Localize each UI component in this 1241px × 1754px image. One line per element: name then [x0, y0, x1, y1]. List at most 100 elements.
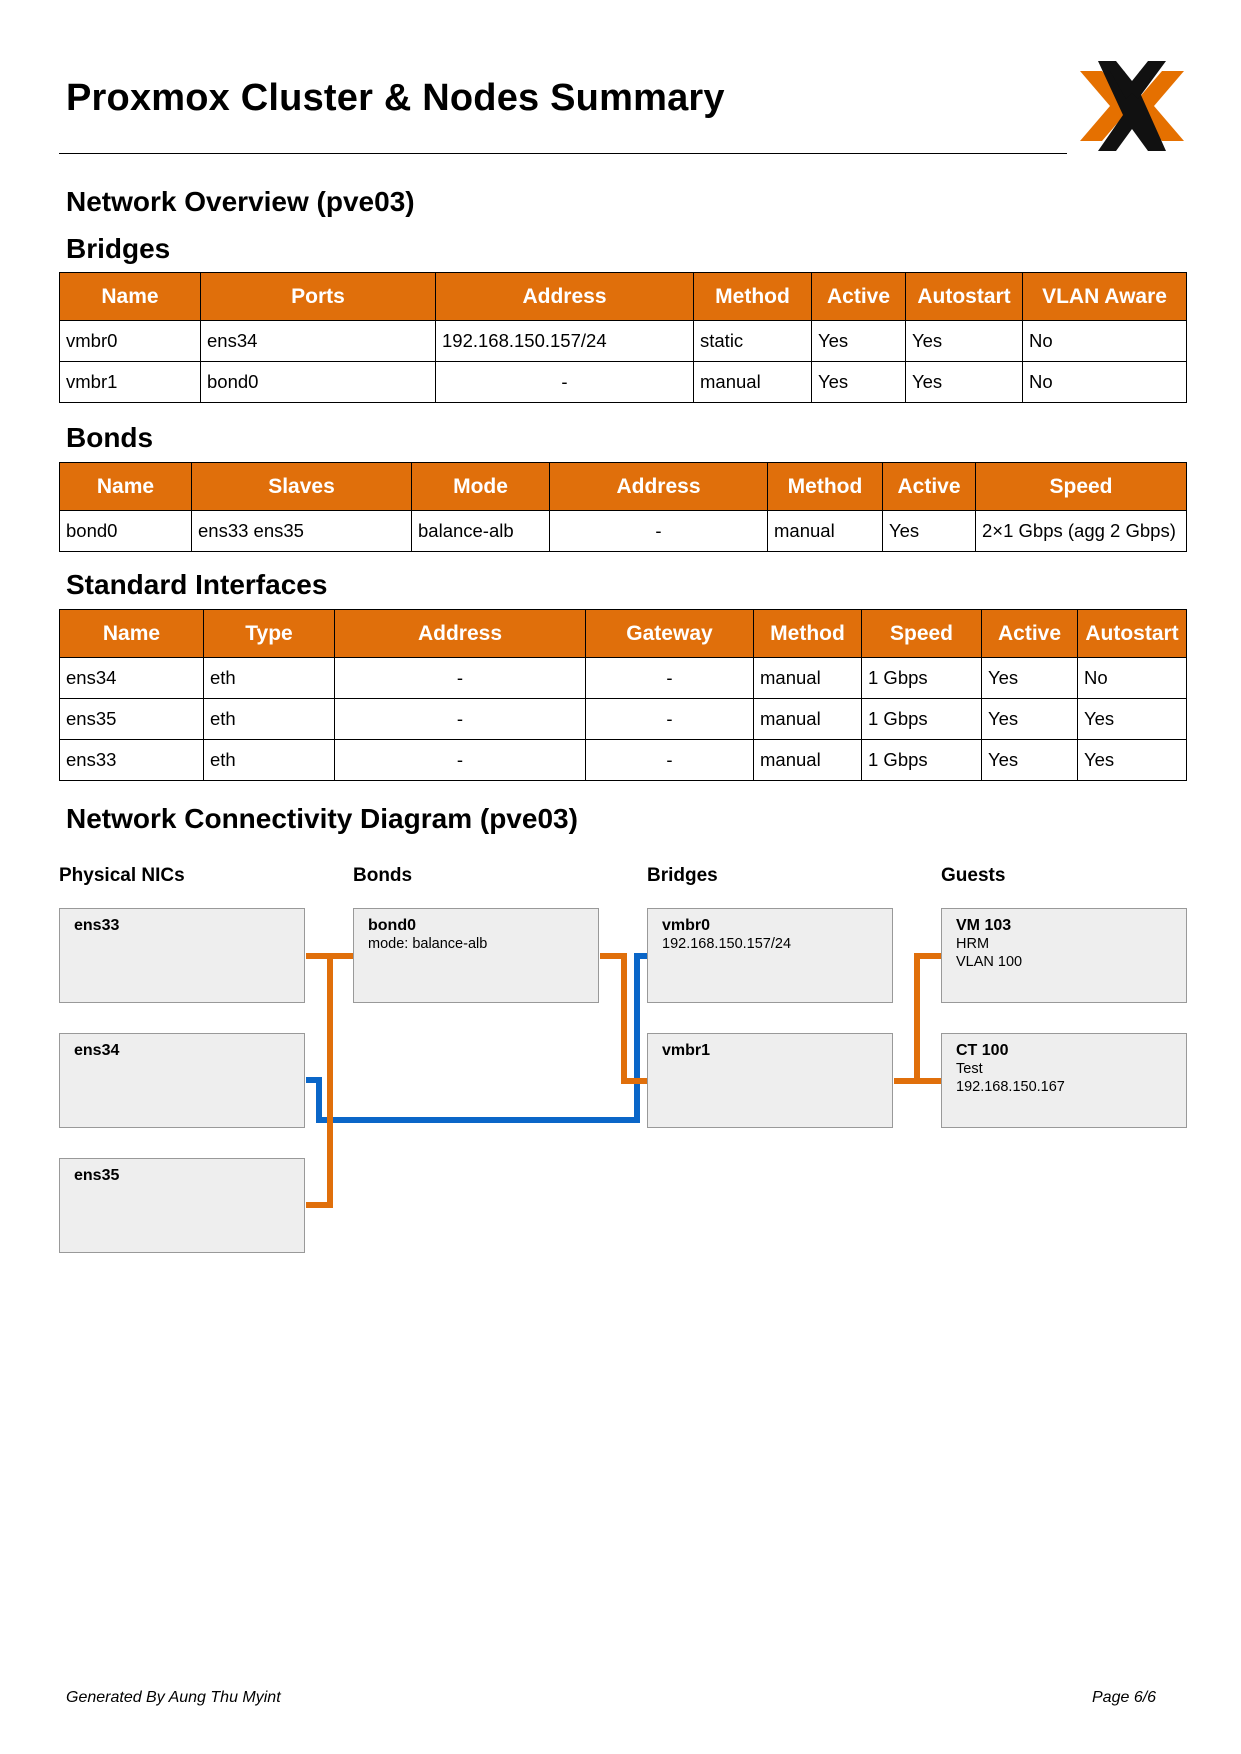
table-cell: balance-alb: [411, 510, 550, 552]
bridge-node-vmbr0: vmbr0 192.168.150.157/24: [647, 908, 893, 1003]
column-header: Name: [59, 609, 204, 658]
table-cell: ens34: [59, 657, 204, 699]
column-header: Address: [435, 272, 694, 321]
link-vmbr1-vm103: [914, 953, 941, 1081]
column-header: Type: [203, 609, 335, 658]
table-cell: ens34: [200, 320, 436, 362]
footer-page-number: Page 6/6: [1092, 1689, 1157, 1706]
table-cell: bond0: [59, 510, 192, 552]
table-cell: Yes: [1077, 698, 1187, 740]
table-cell: 2×1 Gbps (agg 2 Gbps): [975, 510, 1187, 552]
column-header: Address: [549, 462, 768, 511]
column-header: Active: [811, 272, 906, 321]
interfaces-table: Name Type Address Gateway Method Speed A…: [59, 609, 1187, 781]
nic-node-ens34: ens34: [59, 1033, 305, 1128]
link-bond0-vmbr1: [600, 953, 647, 1084]
table-cell: manual: [693, 361, 812, 403]
column-header: Active: [981, 609, 1078, 658]
column-label-physical-nics: Physical NICs: [59, 865, 185, 886]
bond-node-bond0: bond0 mode: balance-alb: [353, 908, 599, 1003]
table-row: vmbr1 bond0 - manual Yes Yes No: [59, 361, 1187, 403]
table-cell: manual: [753, 739, 862, 781]
column-header: Speed: [861, 609, 982, 658]
table-cell: No: [1022, 361, 1187, 403]
table-cell: -: [435, 361, 694, 403]
table-cell: -: [585, 698, 754, 740]
table-header-row: Name Type Address Gateway Method Speed A…: [59, 609, 1187, 658]
footer-generated-by: Generated By Aung Thu Myint: [66, 1689, 281, 1706]
bridge-node-vmbr1: vmbr1: [647, 1033, 893, 1128]
column-header: Active: [882, 462, 976, 511]
table-header-row: Name Slaves Mode Address Method Active S…: [59, 462, 1187, 511]
table-cell: No: [1022, 320, 1187, 362]
table-cell: No: [1077, 657, 1187, 699]
link-ens35-bond0: [306, 956, 333, 1208]
network-overview-title: Network Overview (pve03): [66, 186, 415, 217]
column-header: Method: [767, 462, 883, 511]
table-cell: ens35: [59, 698, 204, 740]
table-cell: -: [549, 510, 768, 552]
table-cell: -: [585, 739, 754, 781]
column-header: Gateway: [585, 609, 754, 658]
nic-node-ens35: ens35: [59, 1158, 305, 1253]
table-cell: Yes: [981, 657, 1078, 699]
bonds-heading: Bonds: [66, 422, 154, 453]
column-header: Name: [59, 272, 201, 321]
table-row: ens34 eth - - manual 1 Gbps Yes No: [59, 657, 1187, 699]
column-header: Autostart: [1077, 609, 1187, 658]
table-cell: Yes: [981, 698, 1078, 740]
table-cell: 192.168.150.157/24: [435, 320, 694, 362]
interfaces-heading: Standard Interfaces: [66, 569, 328, 600]
table-cell: 1 Gbps: [861, 739, 982, 781]
bonds-table: Name Slaves Mode Address Method Active S…: [59, 462, 1187, 552]
column-header: Ports: [200, 272, 436, 321]
table-row: ens33 eth - - manual 1 Gbps Yes Yes: [59, 739, 1187, 781]
table-cell: 1 Gbps: [861, 657, 982, 699]
table-cell: bond0: [200, 361, 436, 403]
table-cell: manual: [753, 657, 862, 699]
table-cell: Yes: [905, 320, 1023, 362]
guest-node-ct100: CT 100 Test 192.168.150.167: [941, 1033, 1187, 1128]
table-cell: manual: [753, 698, 862, 740]
table-cell: ens33 ens35: [191, 510, 412, 552]
column-label-bonds: Bonds: [353, 865, 413, 886]
column-header: Method: [753, 609, 862, 658]
bridges-table: Name Ports Address Method Active Autosta…: [59, 272, 1187, 403]
table-cell: vmbr1: [59, 361, 201, 403]
table-cell: Yes: [905, 361, 1023, 403]
table-header-row: Name Ports Address Method Active Autosta…: [59, 272, 1187, 321]
table-cell: Yes: [811, 320, 906, 362]
table-cell: eth: [203, 739, 335, 781]
table-cell: Yes: [882, 510, 976, 552]
column-label-bridges: Bridges: [647, 865, 718, 886]
column-header: Slaves: [191, 462, 412, 511]
table-cell: -: [334, 698, 586, 740]
table-cell: Yes: [811, 361, 906, 403]
table-cell: eth: [203, 698, 335, 740]
column-header: Speed: [975, 462, 1187, 511]
table-cell: -: [334, 657, 586, 699]
table-cell: 1 Gbps: [861, 698, 982, 740]
table-cell: vmbr0: [59, 320, 201, 362]
table-cell: static: [693, 320, 812, 362]
page-title: Proxmox Cluster & Nodes Summary: [66, 77, 725, 119]
table-cell: Yes: [981, 739, 1078, 781]
table-cell: manual: [767, 510, 883, 552]
diagram-heading: Network Connectivity Diagram (pve03): [66, 803, 578, 834]
column-header: Method: [693, 272, 812, 321]
title-divider: [59, 153, 1067, 154]
proxmox-x-logo: [1080, 61, 1184, 151]
column-header: Mode: [411, 462, 550, 511]
table-row: vmbr0 ens34 192.168.150.157/24 static Ye…: [59, 320, 1187, 362]
column-header: VLAN Aware: [1022, 272, 1187, 321]
table-cell: eth: [203, 657, 335, 699]
table-row: ens35 eth - - manual 1 Gbps Yes Yes: [59, 698, 1187, 740]
bridges-heading: Bridges: [66, 233, 171, 264]
table-cell: -: [334, 739, 586, 781]
column-header: Autostart: [905, 272, 1023, 321]
table-cell: -: [585, 657, 754, 699]
table-row: bond0 ens33 ens35 balance-alb - manual Y…: [59, 510, 1187, 552]
table-cell: ens33: [59, 739, 204, 781]
table-cell: Yes: [1077, 739, 1187, 781]
